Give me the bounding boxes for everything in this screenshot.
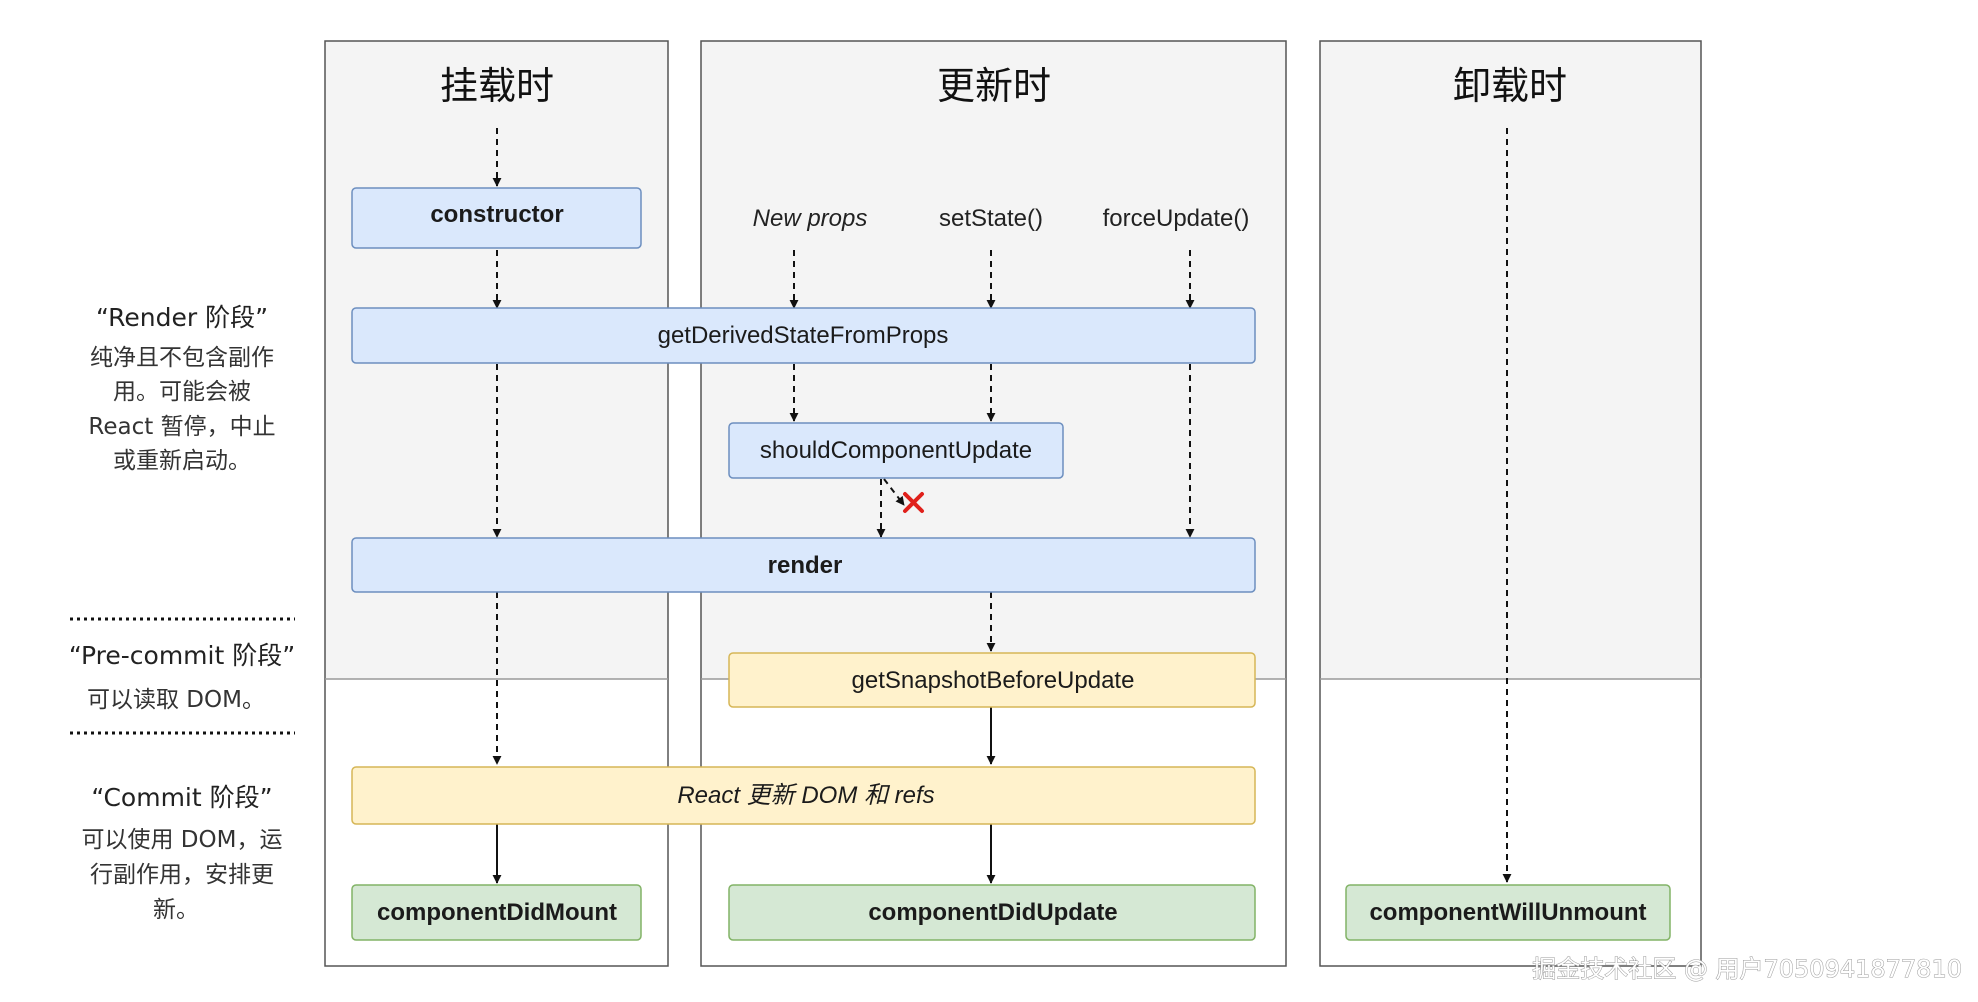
commit-phase-desc-line: 行副作用，安排更 [90,862,274,888]
render-phase-note: “Render 阶段” 纯净且不包含副作 用。可能会被 React 暂停，中止 … [88,303,275,474]
force-update-trigger: forceUpdate() [1103,205,1250,232]
did-mount-label: componentDidMount [377,899,617,926]
get-snapshot-box: getSnapshotBeforeUpdate [728,652,1256,708]
skip-render-cross-icon [903,492,924,513]
render-phase-title: “Render 阶段” [96,303,268,332]
did-mount-box: componentDidMount [351,884,642,941]
render-box: render [351,537,1256,593]
commit-phase-note: “Commit 阶段” 可以使用 DOM，运 行副作用，安排更 新。 [82,783,283,923]
render-phase-desc-line: 用。可能会被 [113,379,251,405]
commit-phase-title: “Commit 阶段” [91,783,272,812]
commit-phase-desc-line: 可以使用 DOM，运 [82,827,283,853]
arrow-scu-false [883,478,905,506]
precommit-phase-title: “Pre-commit 阶段” [69,641,295,670]
did-update-label: componentDidUpdate [868,899,1117,926]
constructor-box: constructor [351,187,642,249]
unmount-column [1319,40,1702,967]
should-update-label: shouldComponentUpdate [760,437,1032,464]
constructor-label: constructor [430,201,563,228]
commit-phase-desc-line: 新。 [153,897,199,923]
watermark: 掘金技术社区 @ 用户7050941877810 [1532,955,1962,983]
will-unmount-box: componentWillUnmount [1345,884,1671,941]
will-unmount-label: componentWillUnmount [1369,899,1646,926]
render-phase-desc-line: 纯净且不包含副作 [90,345,274,371]
dashed-arrows [492,128,1512,883]
get-derived-state-label: getDerivedStateFromProps [658,322,949,349]
mount-column-title: 挂载时 [440,64,554,108]
render-phase-desc-line: React 暂停，中止 [88,414,275,440]
get-snapshot-label: getSnapshotBeforeUpdate [852,667,1135,694]
update-column [700,40,1287,967]
react-updates-dom-label: React 更新 DOM 和 refs [677,782,934,809]
precommit-phase-desc-line: 可以读取 DOM。 [87,687,265,713]
react-updates-dom-box: React 更新 DOM 和 refs [351,766,1256,825]
new-props-trigger: New props [753,205,868,232]
set-state-trigger: setState() [939,205,1043,232]
get-derived-state-box: getDerivedStateFromProps [351,307,1256,364]
render-label: render [768,552,843,579]
did-update-box: componentDidUpdate [728,884,1256,941]
unmount-column-title: 卸载时 [1453,64,1567,108]
precommit-phase-note: “Pre-commit 阶段” 可以读取 DOM。 [69,641,295,713]
solid-arrows [492,707,996,884]
should-update-box: shouldComponentUpdate [728,422,1064,479]
render-phase-desc-line: 或重新启动。 [113,448,251,474]
update-column-title: 更新时 [937,64,1051,108]
